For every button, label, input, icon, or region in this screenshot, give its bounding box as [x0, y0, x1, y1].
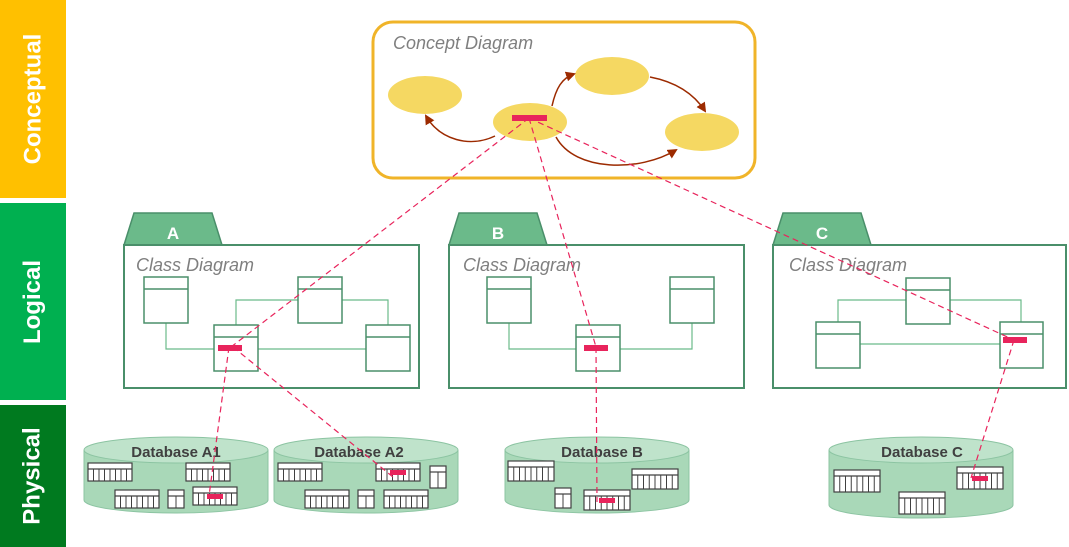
- db-table-icon: [554, 487, 572, 509]
- class-box: [486, 276, 532, 324]
- db-table-highlight-marker: [390, 470, 406, 475]
- db-table-icon: [583, 489, 631, 511]
- db-table-icon: [167, 489, 185, 509]
- class-box: [297, 276, 343, 324]
- db-table-icon: [375, 462, 421, 482]
- database-a1-label: Database A1: [131, 444, 221, 461]
- trace-link-a-db-a2: [232, 346, 394, 478]
- concept-node-left: [388, 76, 462, 114]
- class-c-highlight-marker: [1003, 337, 1027, 343]
- class-box: [143, 276, 189, 324]
- concept-arrow-to-right: [555, 136, 678, 166]
- class-box: [365, 324, 411, 372]
- class-box: [815, 321, 861, 369]
- database-tables: [87, 460, 1004, 515]
- trace-links: [208, 117, 1015, 503]
- concept-arrow-to-top: [551, 71, 576, 107]
- db-table-highlight-marker: [972, 476, 988, 481]
- db-table-icon: [357, 489, 375, 509]
- concept-diagram-title: Concept Diagram: [393, 33, 533, 53]
- logical-layer-band: Logical: [0, 203, 66, 400]
- package-b-connectors: [508, 323, 693, 350]
- concept-diagram-frame: [371, 20, 757, 180]
- trace-link-c-db-c: [970, 339, 1015, 479]
- trace-link-concept-a: [230, 117, 530, 348]
- db-table-icon: [833, 469, 881, 493]
- db-table-highlight-marker: [599, 498, 615, 503]
- db-table-icon: [277, 462, 323, 482]
- class-box: [999, 321, 1044, 369]
- database-b-label: Database B: [561, 444, 643, 461]
- database-a1-top: [83, 436, 269, 464]
- database-a2-top: [273, 436, 459, 464]
- database-c-top: [828, 436, 1014, 464]
- db-table-icon: [631, 468, 679, 490]
- trace-link-b-db-b: [595, 346, 598, 503]
- db-table-icon: [304, 489, 350, 509]
- db-table-icon: [192, 486, 238, 506]
- package-a-tab-label: A: [167, 224, 179, 243]
- db-table-icon: [383, 489, 429, 509]
- package-c-tab-label: C: [816, 224, 828, 243]
- class-a-highlight-marker: [218, 345, 242, 351]
- package-c-title: Class Diagram: [789, 255, 907, 275]
- database-a2-label: Database A2: [314, 444, 404, 461]
- concept-arrow-top-to-right: [649, 76, 707, 113]
- class-b-highlight-marker: [584, 345, 608, 351]
- db-table-icon: [898, 491, 946, 515]
- concept-arrow-to-left: [424, 114, 496, 143]
- db-table-icon: [429, 465, 447, 489]
- trace-link-a-db-a1: [208, 346, 230, 497]
- db-table-icon: [185, 462, 231, 482]
- package-b: B Class Diagram: [447, 212, 745, 389]
- package-b-tab-label: B: [492, 224, 504, 243]
- conceptual-layer-band: Conceptual: [0, 0, 66, 198]
- class-box: [669, 276, 715, 324]
- package-a-connectors: [165, 299, 389, 350]
- trace-link-concept-c: [528, 117, 1015, 341]
- db-table-icon: [507, 460, 555, 482]
- class-box: [905, 277, 951, 325]
- db-table-highlight-marker: [207, 494, 223, 499]
- package-c: C Class Diagram: [771, 212, 1067, 389]
- db-table-icon: [87, 462, 133, 482]
- db-table-icon: [114, 489, 160, 509]
- package-a-title: Class Diagram: [136, 255, 254, 275]
- concept-diagram: Concept Diagram: [371, 20, 757, 180]
- physical-layer-band: Physical: [0, 405, 66, 547]
- package-c-connectors: [837, 299, 1022, 345]
- concept-node-right: [665, 113, 739, 151]
- package-a: A Class Diagram: [122, 212, 420, 389]
- package-b-title: Class Diagram: [463, 255, 581, 275]
- db-table-icon: [956, 466, 1004, 490]
- database-c-label: Database C: [881, 444, 963, 461]
- concept-node-top: [575, 57, 649, 95]
